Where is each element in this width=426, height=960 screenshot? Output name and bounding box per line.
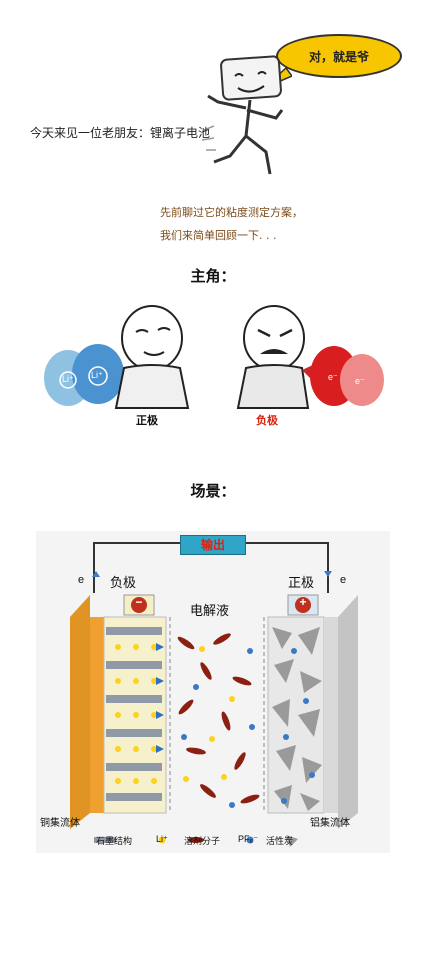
legend-solvent: 溶剂分子 — [184, 836, 221, 846]
electron-left-label: e — [78, 574, 85, 586]
legend-pf6: PF₆⁻ — [238, 834, 258, 844]
recap-line-1: 先前聊过它的粘度测定方案， — [160, 206, 303, 219]
intro-text: 今天来见一位老朋友：锂离子电池 — [30, 126, 211, 140]
output-box: 输出 — [180, 535, 246, 555]
electron-right-label: e — [340, 574, 347, 586]
positive-particle-label-1: Li⁺ — [91, 370, 103, 380]
positive-particle-label-2: Li⁺ — [62, 374, 74, 384]
negative-particle-label-1: e⁻ — [328, 372, 338, 382]
output-label: 输出 — [200, 538, 225, 552]
battery-diagram-graphics — [70, 542, 358, 847]
legend-carbon: 活性炭 — [266, 836, 294, 846]
battery-character-illustration — [201, 55, 284, 175]
plus-sign: + — [299, 595, 307, 609]
positive-electrode-label: 正极 — [136, 414, 158, 427]
diagram-negative-label: 负极 — [110, 575, 137, 590]
speech-bubble: 对，就是爷 — [276, 34, 402, 78]
legend-li: Li⁺ — [156, 834, 168, 844]
diagram-positive-label: 正极 — [288, 575, 315, 590]
copper-collector-label: 铜集流体 — [40, 818, 80, 829]
recap-line-2: 我们来简单回顾一下. . . — [160, 229, 277, 242]
cast-illustration — [44, 305, 384, 409]
negative-particle-label-2: e⁻ — [355, 376, 365, 386]
negative-electrode-label: 负极 — [256, 414, 278, 427]
scene-title: 场景： — [190, 482, 236, 500]
electrolyte-label: 电解液 — [190, 603, 230, 618]
legend-graphite: 石墨结构 — [96, 836, 133, 846]
speech-bubble-text: 对，就是爷 — [308, 49, 369, 64]
cast-title: 主角： — [190, 267, 236, 285]
minus-sign: − — [135, 595, 143, 609]
aluminum-collector-label: 铝集流体 — [310, 818, 350, 829]
